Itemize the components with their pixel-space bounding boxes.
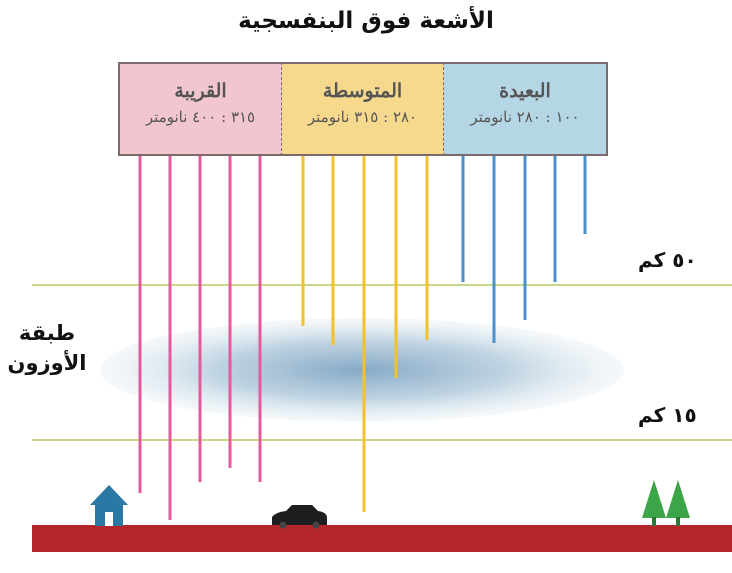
altitude-label-50km: ٥٠ كم [638, 248, 697, 272]
band-box-middle: المتوسطة ٢٨٠ : ٣١٥ نانومتر [282, 62, 444, 156]
far-uv-rays [461, 156, 587, 343]
band-name-far: البعيدة [499, 80, 551, 102]
band-range-far: ١٠٠ : ٢٨٠ نانومتر [470, 108, 580, 126]
ozone-layer [100, 318, 624, 422]
middle-uv-rays [301, 156, 429, 512]
band-range-middle: ٢٨٠ : ٣١٥ نانومتر [307, 108, 418, 126]
ground [32, 525, 732, 552]
band-name-middle: المتوسطة [322, 80, 403, 102]
band-name-near: القريبة [174, 80, 227, 102]
tree-icon [642, 480, 690, 526]
near-uv-rays [138, 156, 262, 520]
band-range-near: ٣١٥ : ٤٠٠ نانومتر [145, 108, 256, 126]
ozone-layer-label: طبقة الأوزون [7, 321, 87, 376]
band-box-far: البعيدة ١٠٠ : ٢٨٠ نانومتر [444, 62, 608, 156]
band-box-near: القريبة ٣١٥ : ٤٠٠ نانومتر [118, 62, 282, 156]
car-icon [272, 505, 327, 529]
diagram-title: الأشعة فوق البنفسجية [238, 8, 494, 34]
altitude-label-15km: ١٥ كم [638, 403, 697, 427]
house-icon [90, 485, 128, 526]
